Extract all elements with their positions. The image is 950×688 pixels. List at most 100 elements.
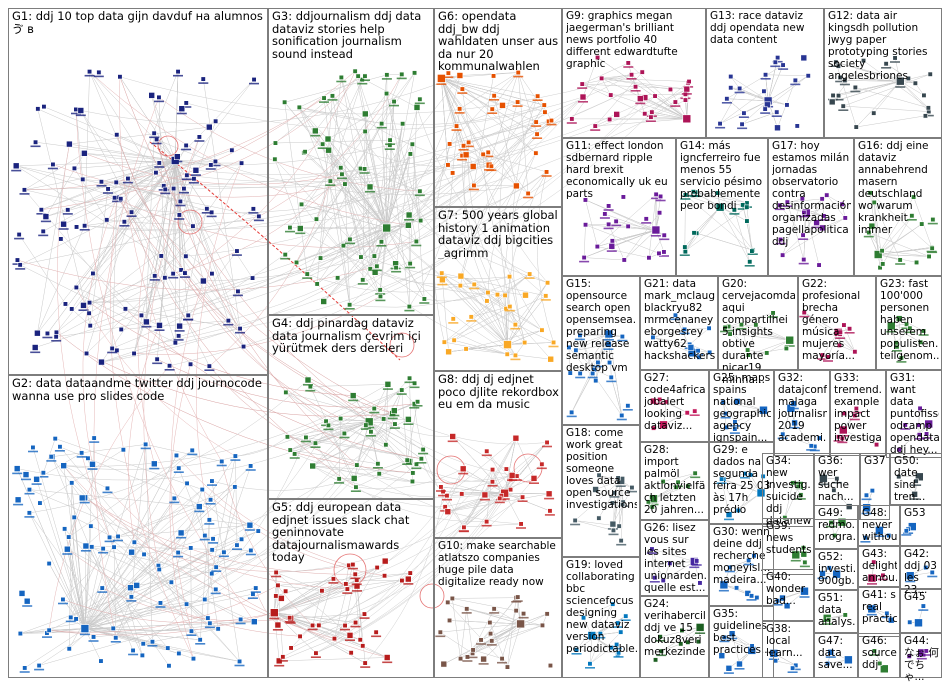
node-label-mark xyxy=(914,438,925,440)
group-g24: G24: verihabercil... ddj ve 15 dokuz8ver… xyxy=(640,596,709,678)
node-label-mark xyxy=(835,80,846,83)
group-label: G42: ddj 03 les 23... xyxy=(904,548,937,596)
edge xyxy=(515,438,535,479)
edge xyxy=(726,98,769,102)
node-g26 xyxy=(697,580,703,586)
node-g2 xyxy=(246,521,254,529)
edge xyxy=(186,483,242,540)
node-label-mark xyxy=(770,65,781,68)
node-label-mark xyxy=(798,262,809,265)
node-g5 xyxy=(343,581,349,587)
edge xyxy=(517,72,546,113)
node-g48 xyxy=(875,526,884,535)
node-g5 xyxy=(275,582,281,588)
edge xyxy=(612,480,621,525)
node-g10 xyxy=(499,656,505,662)
node-g8 xyxy=(481,491,489,499)
node-label-mark xyxy=(181,148,192,151)
node-label-mark xyxy=(486,644,497,646)
edge xyxy=(386,227,411,264)
inter-group-edge xyxy=(409,172,453,307)
edge xyxy=(597,246,649,258)
node-g8 xyxy=(484,519,490,525)
edge xyxy=(340,418,370,423)
node-g2 xyxy=(202,532,208,539)
node-g3 xyxy=(272,140,279,146)
edge xyxy=(640,98,687,120)
node-label-mark xyxy=(307,628,318,631)
edge xyxy=(344,183,350,305)
node-g18 xyxy=(629,484,635,491)
edge xyxy=(441,78,467,155)
node-label-mark xyxy=(486,169,497,172)
node-g4 xyxy=(341,430,347,437)
node-label-mark xyxy=(141,325,152,328)
node-g14 xyxy=(747,259,753,265)
node-label-mark xyxy=(795,498,806,500)
edge xyxy=(379,123,403,290)
node-g23 xyxy=(918,339,924,345)
node-g3 xyxy=(393,265,399,271)
node-label-mark xyxy=(104,540,115,543)
node-label-mark xyxy=(336,80,347,83)
inter-group-edge xyxy=(315,438,517,654)
node-label-mark xyxy=(396,77,407,80)
node-g14 xyxy=(744,218,750,224)
node-g19 xyxy=(587,631,597,640)
node-label-mark xyxy=(271,575,282,578)
node-label-mark xyxy=(468,188,479,191)
edge xyxy=(39,449,124,504)
edge xyxy=(74,168,107,220)
node-g1 xyxy=(12,162,20,170)
inter-group-edge xyxy=(374,408,511,490)
node-label-mark xyxy=(927,575,938,578)
node-g7 xyxy=(512,322,518,328)
node-g29 xyxy=(719,476,725,482)
node-g7 xyxy=(439,270,445,276)
node-label-mark xyxy=(837,441,848,444)
node-label-mark xyxy=(206,215,217,218)
node-g51 xyxy=(825,617,832,623)
node-g4 xyxy=(399,387,405,393)
node-g50 xyxy=(896,474,902,480)
edge xyxy=(84,455,177,629)
node-g8 xyxy=(489,479,496,485)
edge xyxy=(488,72,519,166)
node-label-mark xyxy=(529,482,539,484)
node-g31 xyxy=(917,405,923,411)
node-g3 xyxy=(329,93,336,99)
node-g27 xyxy=(657,396,663,403)
edge xyxy=(802,194,828,236)
edge xyxy=(591,631,621,636)
edge xyxy=(598,475,613,504)
node-label-mark xyxy=(404,381,415,384)
node-label-mark xyxy=(689,566,700,569)
node-label-mark xyxy=(679,332,690,335)
edge xyxy=(631,74,687,119)
edge xyxy=(782,408,792,435)
group-g41: G41: s real practic... xyxy=(858,587,900,637)
node-g32 xyxy=(791,419,798,427)
group-label: G52: investi... 900gb... xyxy=(818,551,855,587)
node-g29 xyxy=(725,511,733,518)
group-label: G15: opensource search open opensemsea..… xyxy=(566,278,637,374)
node-g1 xyxy=(250,275,256,281)
node-g7 xyxy=(451,337,457,343)
node-label-mark xyxy=(272,629,283,631)
node-g31 xyxy=(902,422,908,428)
edge xyxy=(355,460,411,488)
node-label-mark xyxy=(357,283,368,285)
edge xyxy=(301,131,366,205)
node-g24 xyxy=(658,648,664,654)
node-g7 xyxy=(457,272,465,280)
node-label-mark xyxy=(835,337,846,339)
node-g22 xyxy=(801,309,807,316)
node-g2 xyxy=(165,645,171,651)
node-g33 xyxy=(852,412,858,419)
node-label-mark xyxy=(483,155,494,158)
node-label-mark xyxy=(787,671,798,673)
edge xyxy=(832,80,901,103)
node-label-mark xyxy=(670,318,681,321)
node-label-mark xyxy=(886,330,897,333)
node-label-mark xyxy=(645,120,656,122)
